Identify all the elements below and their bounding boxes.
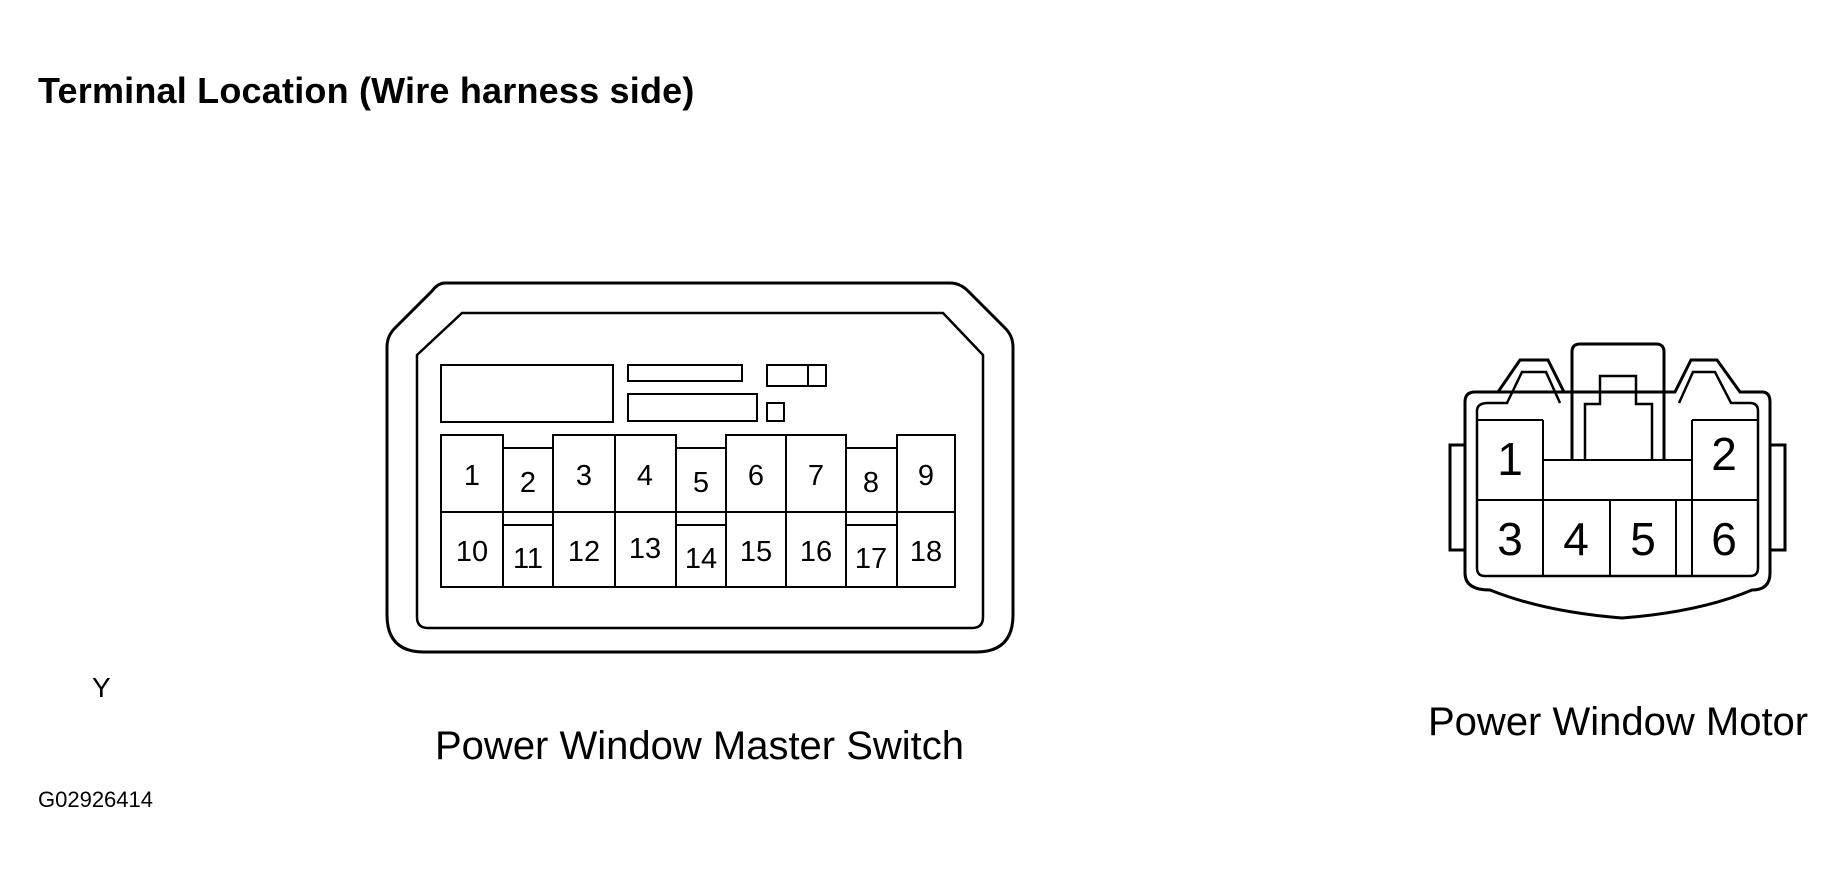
master-pin-label-7: 7 [808, 460, 824, 492]
motor-pin-label-5: 5 [1630, 513, 1656, 565]
master-pin-label-17: 17 [855, 543, 887, 575]
master-pin-label-3: 3 [576, 460, 592, 492]
master-switch-label: Power Window Master Switch [435, 724, 965, 768]
master-pin-label-13: 13 [629, 533, 661, 565]
master-pin-label-4: 4 [637, 460, 653, 492]
motor-top-latch [1570, 342, 1666, 460]
figure-code: G02926414 [38, 787, 153, 812]
master-pin-label-1: 1 [464, 460, 480, 492]
master-pin-label-2: 2 [520, 467, 536, 499]
master-switch-pin-grid [440, 434, 956, 588]
master-pin-label-10: 10 [456, 536, 488, 568]
motor-inner-frame [1475, 370, 1760, 578]
master-switch-connector [385, 281, 1015, 654]
master-switch-key-block-large [440, 364, 614, 423]
master-pin-cell-18 [896, 511, 956, 588]
master-switch-key-slot-upper [627, 364, 743, 382]
motor-pin-labels: 1 2 3 4 5 6 [1497, 428, 1737, 565]
master-pin-label-9: 9 [918, 460, 934, 492]
master-switch-outer-housing [385, 281, 1015, 654]
motor-pin-label-4: 4 [1563, 513, 1589, 565]
master-pin-label-14: 14 [685, 543, 717, 575]
motor-pin-label-1: 1 [1497, 433, 1523, 485]
motor-latch-inner [1583, 374, 1654, 460]
master-pin-label-8: 8 [863, 467, 879, 499]
motor-left-flange [1448, 443, 1465, 552]
master-pin-label-11: 11 [513, 543, 543, 575]
master-switch-pin-labels: 1 2 3 4 5 6 7 8 9 10 11 12 13 14 15 16 1… [456, 460, 942, 575]
motor-pin-label-3: 3 [1497, 513, 1523, 565]
motor-pin-label-2: 2 [1711, 428, 1737, 480]
motor-label: Power Window Motor [1428, 700, 1809, 744]
page-title: Terminal Location (Wire harness side) [38, 70, 695, 111]
master-switch-key-tab [766, 364, 827, 387]
orientation-mark: Y [92, 672, 111, 703]
master-pin-label-16: 16 [800, 536, 832, 568]
master-switch-inner-frame [415, 311, 985, 630]
master-pin-label-15: 15 [740, 536, 772, 568]
master-pin-label-6: 6 [748, 460, 764, 492]
master-pin-label-12: 12 [568, 536, 600, 568]
master-pin-label-18: 18 [910, 536, 942, 568]
motor-connector [1448, 342, 1787, 620]
motor-outer-housing [1463, 358, 1772, 620]
master-switch-key-slot-lower [627, 393, 758, 422]
motor-right-flange [1770, 443, 1787, 552]
master-pin-label-5: 5 [693, 467, 709, 499]
motor-pin-label-6: 6 [1711, 513, 1737, 565]
master-switch-key-square [766, 402, 785, 422]
